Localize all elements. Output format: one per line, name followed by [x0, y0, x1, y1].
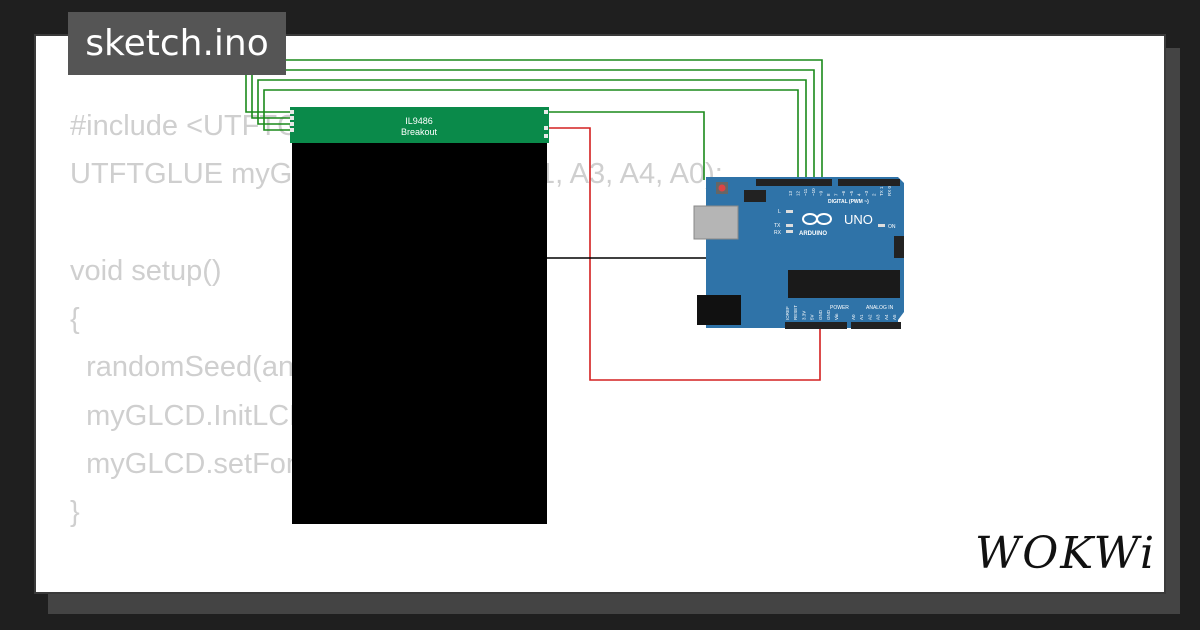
label-on: ON	[888, 224, 896, 230]
led-tx	[786, 224, 793, 227]
label-analog: ANALOG IN	[866, 305, 894, 311]
wire-5v	[544, 127, 821, 381]
code-line: }	[70, 496, 80, 529]
digital-header-high	[756, 179, 832, 186]
display-right-pins	[544, 110, 548, 138]
led-rx	[786, 230, 793, 233]
pin-label: GND	[826, 309, 831, 320]
pin-label: RX 0	[887, 185, 892, 196]
pin-label: A0	[851, 314, 856, 320]
arduino-infinity-logo	[802, 213, 832, 225]
led-l	[786, 210, 793, 213]
pin-label: 12	[796, 190, 801, 196]
analog-header	[851, 322, 901, 329]
wire-d11	[263, 89, 799, 180]
pin-label: 2	[872, 193, 877, 196]
label-l: L	[778, 209, 781, 215]
display-left-pins	[290, 110, 294, 132]
usb-port	[693, 205, 739, 240]
pin-label: ~9	[818, 190, 823, 196]
arduino-uno-board[interactable]: L TX RX ON DIGITAL (PWM ~) UNO ARDUINO P…	[693, 177, 904, 329]
icsp-usb-header	[744, 190, 766, 202]
wire-d10	[257, 79, 807, 180]
atmega-chip	[788, 270, 900, 298]
reset-button[interactable]	[718, 184, 726, 192]
pin-label: 8	[826, 193, 831, 196]
pin-label: Vin	[834, 313, 839, 320]
digital-header-low	[838, 179, 900, 186]
pin-label: 3.3V	[801, 311, 806, 320]
pin-label: ~11	[803, 188, 808, 196]
label-model: UNO	[844, 212, 873, 227]
pin-label: A2	[867, 314, 872, 320]
pin-label: ~3	[864, 190, 869, 196]
pin-label: RESET	[793, 305, 798, 320]
pin-label: ~10	[811, 188, 816, 196]
label-tx: TX	[774, 223, 781, 229]
pin-label: GND	[818, 309, 823, 320]
pin-label: A5	[892, 314, 897, 320]
power-jack	[697, 295, 741, 325]
pin-label: 4	[856, 193, 861, 196]
pin-label: 13	[788, 190, 793, 196]
display-name-line2: Breakout	[401, 127, 438, 137]
label-brand: ARDUINO	[799, 231, 827, 237]
file-tab[interactable]: sketch.ino	[68, 12, 286, 75]
pin-label: ~6	[841, 190, 846, 196]
pin-label: ~5	[849, 190, 854, 196]
power-header	[785, 322, 847, 329]
display-module[interactable]: IL9486 Breakout	[290, 107, 549, 524]
pin-label: A3	[876, 314, 881, 320]
label-rx: RX	[774, 230, 782, 236]
pin-label: TX 1	[879, 186, 884, 196]
led-on	[878, 224, 885, 227]
pin-label: A4	[884, 314, 889, 320]
pin-label: IOREF	[785, 306, 790, 320]
label-power: POWER	[830, 305, 849, 311]
display-header-pcb	[290, 107, 549, 143]
pin-label: A1	[859, 314, 864, 320]
pin-label: 5V	[810, 314, 815, 320]
display-name-line1: IL9486	[405, 116, 433, 126]
code-line: void setup()	[70, 254, 222, 287]
icsp-header	[894, 236, 904, 258]
wokwi-logo: WOKWi	[975, 528, 1157, 579]
code-line: {	[70, 303, 80, 336]
label-digital: DIGITAL (PWM ~)	[828, 199, 869, 205]
pin-label: 7	[834, 193, 839, 196]
wire-d13	[544, 111, 705, 180]
display-screen[interactable]	[292, 143, 547, 524]
